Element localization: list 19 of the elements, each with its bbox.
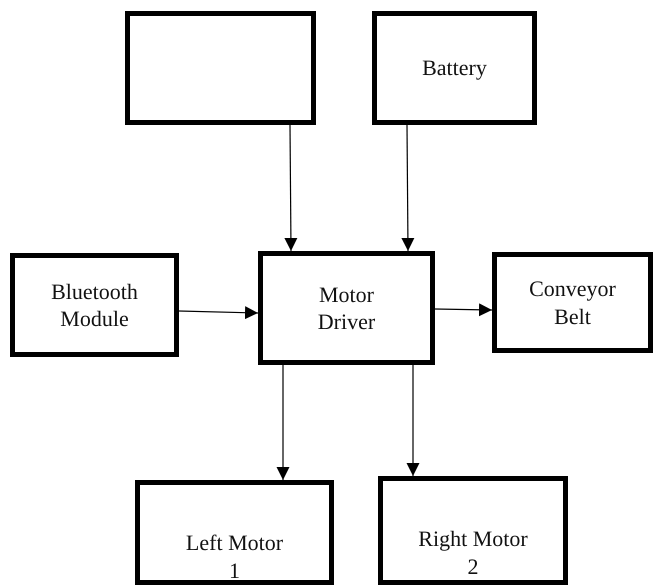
arrow <box>284 125 298 251</box>
arrow <box>401 125 414 251</box>
process-box <box>372 11 537 125</box>
process-box <box>10 253 179 357</box>
process-box <box>135 480 334 585</box>
box-label: Left Motor 1 <box>184 529 284 584</box>
process-box <box>378 476 568 585</box>
process-box <box>492 252 653 353</box>
box-label: Bluetooth Module <box>50 278 139 332</box>
box-label: Motor Driver <box>316 280 376 336</box>
arrow <box>178 306 258 320</box>
box-label: Conveyor Belt <box>528 275 617 330</box>
box-label: Battery <box>422 54 487 82</box>
arrow <box>406 365 420 476</box>
box-label: Right Motor 2 <box>417 525 529 580</box>
empty-box <box>125 11 316 125</box>
process-box <box>258 251 435 365</box>
arrow <box>434 303 492 316</box>
arrow <box>276 365 290 480</box>
